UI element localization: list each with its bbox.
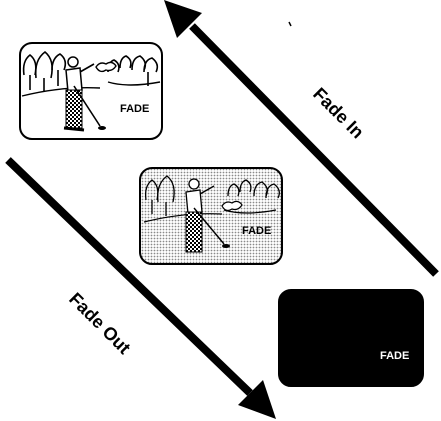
- frame-black: FADE: [279, 290, 423, 386]
- speck: [289, 22, 291, 26]
- frame-caption: FADE: [380, 350, 409, 362]
- frame-caption: FADE: [120, 103, 149, 115]
- fade-out-label: Fade Out: [65, 289, 134, 358]
- frame-full-image: FADE: [20, 43, 162, 139]
- frame-partial-fade: FADE: [140, 168, 282, 264]
- frame-caption: FADE: [242, 225, 271, 237]
- fade-in-label: Fade In: [309, 84, 368, 143]
